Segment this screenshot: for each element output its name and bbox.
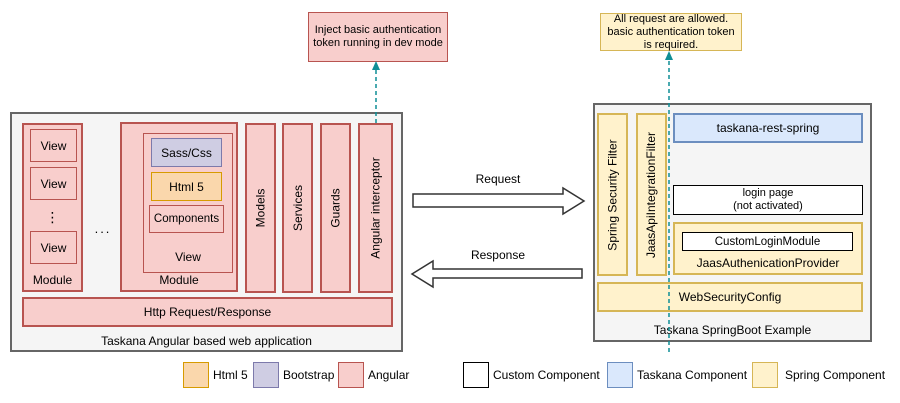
note-all-requests-allowed-text: All request are allowed. basic authentic…: [607, 12, 735, 51]
springboot-title: Taskana SpringBoot Example: [653, 323, 812, 337]
models-label: Models: [253, 188, 268, 228]
services-bar: Services: [282, 123, 313, 293]
legend-swatch-custom: [463, 362, 489, 388]
legend-label-spring: Spring Component: [785, 368, 886, 382]
taskana-rest-spring-box: taskana-rest-spring: [673, 113, 863, 143]
response-arrow: [410, 259, 583, 289]
legend-label-taskana: Taskana Component: [637, 368, 748, 382]
note-inject-auth-token: Inject basic authentication token runnin…: [308, 12, 448, 62]
login-page-label: login page (not activated): [733, 187, 803, 212]
vertical-ellipsis-text: ⋮: [45, 208, 60, 225]
response-label: Response: [470, 248, 526, 262]
interceptor-note-arrowhead: [372, 61, 380, 70]
html5-label: Html 5: [169, 179, 204, 194]
module-left: View View ⋮ View Module: [22, 123, 83, 292]
legend-swatch-angular: [338, 362, 364, 388]
note-all-requests-allowed: All request are allowed. basic authentic…: [600, 13, 742, 51]
sass-css-label: Sass/Css: [161, 145, 212, 160]
view-label: View: [40, 176, 67, 191]
angular-app-container: View View ⋮ View Module ... Sass/Css: [10, 112, 403, 352]
spring-security-filter-bar: Spring Security Filter: [597, 113, 628, 276]
legend-swatch-spring: [752, 362, 778, 388]
springboot-note-arrowhead: [665, 51, 673, 60]
login-page-box: login page (not activated): [673, 185, 863, 215]
components-label: Components: [153, 213, 220, 225]
view-label: View: [40, 138, 67, 153]
web-security-config-label: WebSecurityConfig: [678, 290, 782, 304]
springboot-container: Spring Security Filter JaasApiIntegratio…: [593, 103, 872, 342]
services-label: Services: [290, 184, 305, 232]
module-label: Module: [32, 273, 73, 287]
spring-security-filter-label: Spring Security Filter: [605, 138, 620, 251]
legend-item-html5: [183, 362, 209, 388]
modules-ellipsis: ...: [88, 218, 118, 238]
web-security-config-bar: WebSecurityConfig: [597, 282, 863, 312]
view-box: View: [30, 167, 77, 200]
view-box: View: [30, 231, 77, 264]
legend-swatch-taskana: [607, 362, 633, 388]
vertical-ellipsis: ⋮: [24, 205, 81, 229]
view-container-label: View: [175, 250, 201, 264]
legend-label-bootstrap: Bootstrap: [283, 368, 335, 382]
angular-app-title: Taskana Angular based web application: [101, 334, 312, 348]
legend-label-custom: Custom Component: [493, 368, 600, 382]
legend-item-spring: [752, 362, 778, 388]
note-inject-auth-token-text: Inject basic authentication token runnin…: [313, 24, 443, 49]
jaas-authentication-provider-box: CustomLoginModule JaasAuthenicationProvi…: [673, 222, 863, 275]
guards-bar: Guards: [320, 123, 351, 293]
jaas-api-integration-filter-bar: JaasApiIntegrationFilter: [636, 113, 667, 276]
http-request-response-label: Http Request/Response: [143, 305, 272, 319]
view-label: View: [40, 240, 67, 255]
jaas-authentication-provider-label: JaasAuthenicationProvider: [696, 256, 840, 270]
legend-swatch-html5: [183, 362, 209, 388]
guards-label: Guards: [328, 188, 343, 228]
sass-css-box: Sass/Css: [151, 138, 222, 167]
components-box: Components: [149, 205, 224, 233]
taskana-rest-spring-label: taskana-rest-spring: [716, 121, 820, 135]
angular-interceptor-bar: Angular interceptor: [358, 123, 393, 293]
legend-item-angular: [338, 362, 364, 388]
request-arrow: [412, 186, 586, 216]
legend-item-taskana: [607, 362, 633, 388]
legend-label-html5: Html 5: [213, 368, 248, 382]
module-right: Sass/Css Html 5 Components View Module: [120, 122, 238, 292]
custom-login-module-label: CustomLoginModule: [714, 235, 821, 248]
module-label: Module: [159, 273, 199, 287]
modules-ellipsis-text: ...: [94, 220, 112, 236]
html5-box: Html 5: [151, 172, 222, 201]
jaas-api-integration-filter-label: JaasApiIntegrationFilter: [644, 131, 659, 258]
models-bar: Models: [245, 123, 276, 293]
view-box: View: [30, 129, 77, 162]
http-request-response-bar: Http Request/Response: [22, 297, 393, 327]
legend-label-angular: Angular: [368, 368, 410, 382]
legend-swatch-bootstrap: [253, 362, 279, 388]
legend-item-custom: [463, 362, 489, 388]
legend-item-bootstrap: [253, 362, 279, 388]
angular-interceptor-label: Angular interceptor: [368, 157, 383, 259]
request-label: Request: [475, 172, 521, 186]
custom-login-module-box: CustomLoginModule: [682, 232, 853, 251]
view-container: Sass/Css Html 5 Components View: [143, 133, 233, 273]
